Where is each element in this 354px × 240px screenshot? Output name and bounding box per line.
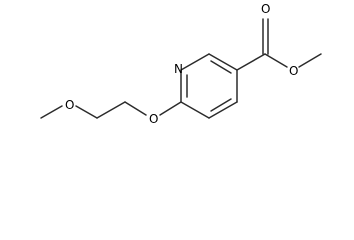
double-bond-c2-c3-inner [210,60,232,74]
bond-c3-carbonyl [236,53,266,71]
bond-c6-ring-o [159,101,182,116]
bond-methoxy-o-methyl [40,105,63,119]
bond-c4-c5 [208,101,238,119]
bond-ring-o-ch2 [124,101,147,116]
bond-ch2-methoxy-o [75,105,98,119]
methyl-ester-group [236,18,322,71]
ester-oxygen-label: O [289,64,298,78]
bond-c2-c3 [208,53,238,71]
bond-carbonyl-ester-o [264,53,288,68]
carbonyl-oxygen-label: O [261,2,270,16]
pyridine-ring [180,53,238,119]
methoxy-oxygen-label: O [65,98,74,112]
bond-ester-o-methyl [298,53,322,68]
bond-ch2-ch2 [96,101,126,119]
structure-diagram: N O O O O [40,2,322,126]
ring-ether-oxygen-label: O [149,112,158,126]
bond-c5-c6 [180,101,210,119]
atom-labels: N O O O O [65,2,298,126]
nitrogen-label: N [174,62,183,76]
bond-n-c2 [180,53,210,71]
methoxyethoxy-chain [40,101,182,119]
double-bond-c4-c5-inner [210,98,232,112]
